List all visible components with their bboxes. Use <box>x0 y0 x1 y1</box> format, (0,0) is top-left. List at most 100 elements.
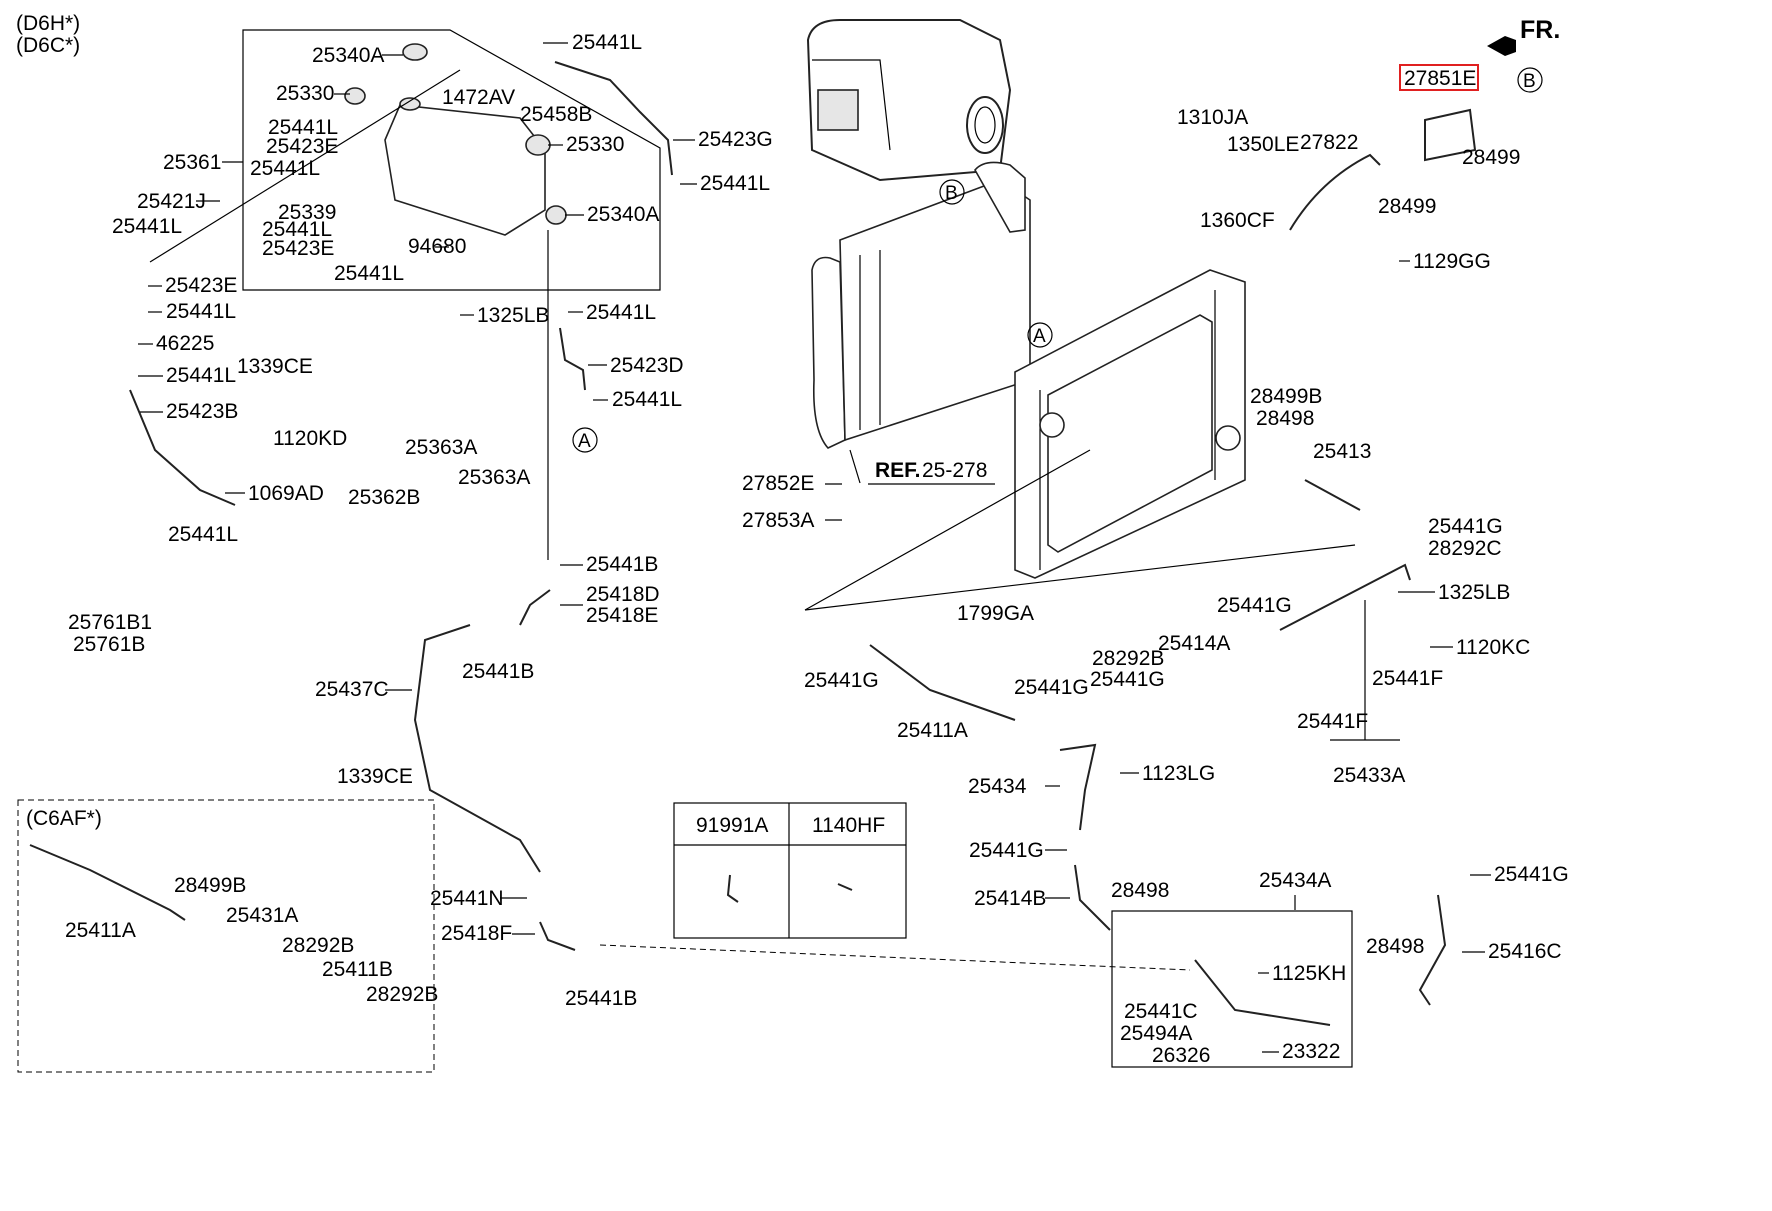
highlighted-part-label: 27851E <box>1404 67 1476 90</box>
variant-d6h: (D6H*) <box>16 12 80 35</box>
part-label: 1123LG <box>1142 762 1215 785</box>
part-label: 25441L <box>250 157 320 180</box>
part-label: 27852E <box>742 472 814 495</box>
part-label: 25441L <box>700 172 770 195</box>
part-label: 25441L <box>166 364 236 387</box>
variant-c6af: (C6AF*) <box>26 807 102 830</box>
marker-a-left: A <box>572 427 598 453</box>
hose-25423d <box>559 327 586 391</box>
guide-line-1 <box>149 69 461 263</box>
hose-25413 <box>1304 479 1361 511</box>
part-label: 1360CF <box>1200 209 1275 232</box>
part-label: 1339CE <box>237 355 313 378</box>
svg-text:A: A <box>578 431 591 452</box>
part-label: 25441C <box>1124 1000 1198 1023</box>
hose-25434a <box>1194 959 1331 1026</box>
hose-25423g <box>554 61 673 176</box>
part-label: 25441L <box>334 262 404 285</box>
part-label: 25414B <box>974 887 1046 910</box>
part-label: 25441G <box>804 669 879 692</box>
part-label: 25431A <box>226 904 298 927</box>
table-col-2: 1140HF <box>812 814 885 837</box>
part-label: 1120KD <box>273 427 347 450</box>
part-label: 25363A <box>405 436 477 459</box>
part-label: 25416C <box>1488 940 1562 963</box>
part-label: 25411B <box>322 958 393 981</box>
part-label: 25441L <box>166 300 236 323</box>
bracket-25433a <box>1330 600 1400 741</box>
part-label: 25423G <box>698 128 773 151</box>
thermostat-box <box>1111 910 1353 1068</box>
part-label: 28499 <box>1462 146 1520 169</box>
svg-text:A: A <box>1033 326 1046 347</box>
part-label: 25421J <box>137 190 206 213</box>
part-label: 25434A <box>1259 869 1331 892</box>
fastener-table <box>673 802 907 939</box>
part-label: 1120KC <box>1456 636 1530 659</box>
intercooler <box>811 161 1031 449</box>
part-label: 25437C <box>315 678 389 701</box>
part-label: 28292B <box>282 934 354 957</box>
part-label: 1129GG <box>1413 250 1491 273</box>
part-label: 25330 <box>276 82 334 105</box>
part-label: 25458B <box>520 103 592 126</box>
part-label: 25423E <box>165 274 237 297</box>
part-label: 28499B <box>1250 385 1322 408</box>
part-label: 25441G <box>1090 668 1165 691</box>
hose-25434 <box>1059 743 1097 831</box>
radiator <box>1014 269 1246 579</box>
part-label: 25441G <box>1014 676 1089 699</box>
part-label: 25441L <box>112 215 182 238</box>
ref-label: REF. <box>875 459 921 482</box>
part-label: 23322 <box>1282 1040 1340 1063</box>
guide-line-2 <box>804 449 1091 611</box>
part-label: 25441F <box>1297 710 1368 733</box>
marker-b-left: B <box>939 179 965 205</box>
marker-a-right: A <box>1027 322 1053 348</box>
part-label: 25441G <box>1494 863 1569 886</box>
part-label: 25362B <box>348 486 420 509</box>
hose-25416c <box>1418 894 1447 1006</box>
part-label: 25423D <box>610 354 684 377</box>
variant-d6c: (D6C*) <box>16 34 80 57</box>
part-label: 25441L <box>572 31 642 54</box>
part-label: 1310JA <box>1177 106 1248 129</box>
part-label: 1339CE <box>337 765 413 788</box>
part-label: 27822 <box>1300 131 1358 154</box>
hose-25418d <box>519 589 551 626</box>
part-label: 25423B <box>166 400 238 423</box>
part-label: 28499 <box>1378 195 1436 218</box>
part-label: 25363A <box>458 466 530 489</box>
part-label: 25423E <box>266 135 338 158</box>
svg-text:B: B <box>945 183 958 204</box>
part-label: 25441L <box>262 218 332 241</box>
part-label: 28499B <box>174 874 246 897</box>
front-direction-arrow <box>1487 36 1516 56</box>
highlight-27851e <box>1399 64 1479 91</box>
part-label: 25441B <box>565 987 637 1010</box>
part-label: 1325LB <box>1438 581 1510 604</box>
part-label: 25411A <box>897 719 968 742</box>
part-label: 25411A <box>65 919 136 942</box>
part-label: 25339 <box>278 201 336 224</box>
svg-text:B: B <box>1523 71 1536 92</box>
part-label: 25418D <box>586 583 660 606</box>
marker-b-right: B <box>1517 67 1543 93</box>
guide-line-ref <box>849 449 861 484</box>
hose-25411a <box>869 644 1016 721</box>
part-label: 1325LB <box>477 304 549 327</box>
part-label: 27853A <box>742 509 814 532</box>
ref-number: 25-278 <box>922 459 987 482</box>
part-label: 26326 <box>1152 1044 1210 1067</box>
bolt-icon <box>837 883 853 891</box>
part-label: 28498 <box>1111 879 1169 902</box>
part-label: 25433A <box>1333 764 1405 787</box>
part-label: 25494A <box>1120 1022 1192 1045</box>
part-labels: 25340A 25441L 25330 1472AV 25458B 25441L… <box>65 31 1569 1067</box>
leader-lines <box>138 42 1491 1053</box>
part-label: 1350LE <box>1227 133 1299 156</box>
coolant-reservoir <box>344 43 567 236</box>
part-label: 25441L <box>612 388 682 411</box>
part-label: 25441G <box>969 839 1044 862</box>
